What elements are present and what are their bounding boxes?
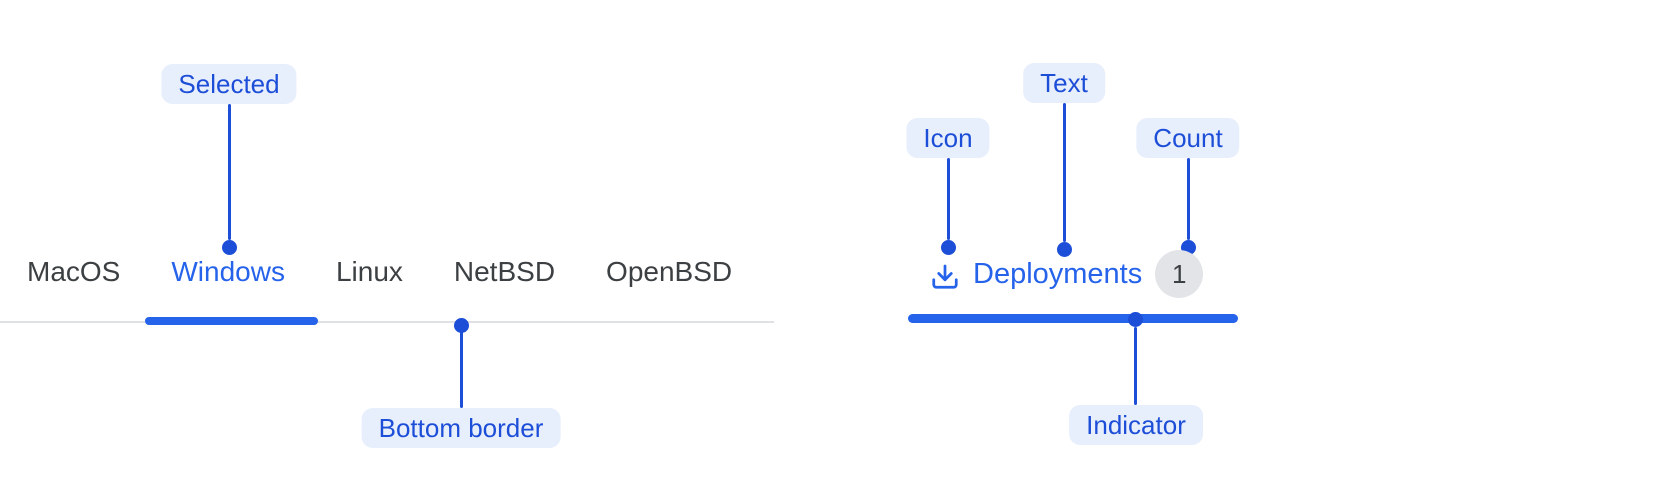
tab-deployments[interactable]: Deployments 1 xyxy=(930,250,1204,298)
annotation-text-line xyxy=(1063,103,1066,242)
download-icon xyxy=(932,264,958,289)
annotation-text-label: Text xyxy=(1023,63,1105,103)
annotation-indicator-dot xyxy=(1128,312,1143,327)
tabbar-bottom-border xyxy=(0,321,774,323)
annotation-icon-label: Icon xyxy=(906,118,990,158)
tab-linux[interactable]: Linux xyxy=(335,256,403,287)
tab-netbsd[interactable]: NetBSD xyxy=(453,256,556,287)
active-tab-indicator xyxy=(908,314,1238,323)
deployments-tab-label: Deployments xyxy=(973,257,1143,290)
annotation-selected-label: Selected xyxy=(161,64,297,104)
annotation-indicator-label: Indicator xyxy=(1069,405,1203,445)
count-badge: 1 xyxy=(1155,250,1204,298)
annotation-indicator-line xyxy=(1134,327,1137,405)
annotation-count-line xyxy=(1187,158,1190,240)
tab-openbsd[interactable]: OpenBSD xyxy=(606,256,733,287)
tab-macos[interactable]: MacOS xyxy=(27,256,121,287)
annotation-icon-line xyxy=(947,158,950,240)
annotation-bottom-border-label: Bottom border xyxy=(361,408,561,448)
annotation-text-dot xyxy=(1057,242,1072,257)
annotation-selected-dot xyxy=(222,240,237,255)
annotation-selected-line xyxy=(228,104,231,240)
os-tabbar: MacOS Windows Linux NetBSD OpenBSD xyxy=(27,252,732,292)
tab-windows[interactable]: Windows xyxy=(171,256,285,287)
selected-tab-underline xyxy=(145,317,318,325)
annotation-bottom-border-dot xyxy=(454,318,469,333)
annotation-bottom-border-line xyxy=(460,331,463,408)
annotation-count-label: Count xyxy=(1136,118,1240,158)
annotation-icon-dot xyxy=(941,240,956,255)
